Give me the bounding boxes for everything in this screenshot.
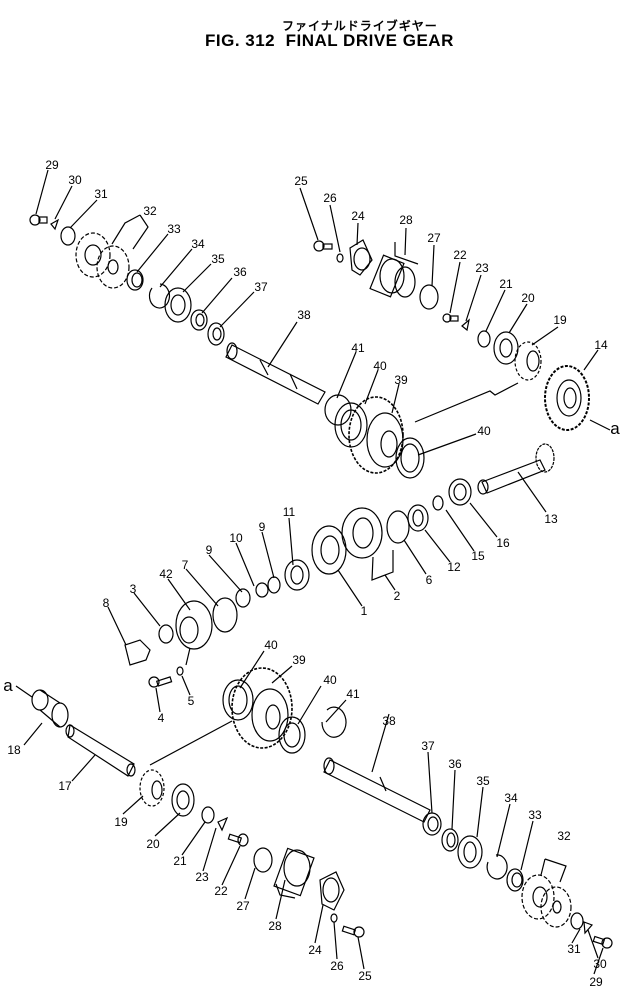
part-number-label: 36 — [448, 757, 462, 771]
part-number-label: 38 — [297, 308, 311, 322]
part-number-label: 22 — [214, 884, 228, 898]
part-number-label: 39 — [394, 373, 408, 387]
part-number-label: 14 — [594, 338, 608, 352]
part-number-label: 29 — [45, 158, 59, 172]
part-number-label: 27 — [236, 899, 250, 913]
part-number-label: 32 — [557, 829, 571, 843]
part-number-label: 36 — [233, 265, 247, 279]
part-number-label: 37 — [421, 739, 435, 753]
part-number-label: 31 — [567, 942, 581, 956]
part-number-label: 27 — [427, 231, 441, 245]
part-number-label: 1 — [360, 604, 368, 618]
part-number-label: 23 — [195, 870, 209, 884]
bolt-4-washer-5 — [148, 647, 191, 713]
part-number-label: 24 — [308, 943, 322, 957]
part-number-label: 18 — [7, 743, 21, 757]
gear-39-upper — [324, 351, 519, 479]
part-number-label: 41 — [346, 687, 360, 701]
part-number-label: 16 — [496, 536, 510, 550]
title-japanese: ファイナルドライブギヤー — [282, 19, 438, 33]
part-number-label: 30 — [68, 173, 82, 187]
part-number-label: 33 — [528, 808, 542, 822]
part-number-label: 9 — [258, 520, 266, 534]
part-number-label: 40 — [264, 638, 278, 652]
part-number-label: 38 — [382, 714, 396, 728]
gear-19-upper — [514, 341, 542, 381]
part-number-label: 41 — [351, 341, 365, 355]
part-number-label: 2 — [393, 589, 401, 603]
figure-title: FIG. 312 FINAL DRIVE GEAR — [205, 31, 454, 50]
middle-parts — [107, 478, 498, 666]
part-number-label: 34 — [504, 791, 518, 805]
part-number-label: 35 — [211, 252, 225, 266]
part-number-label: 28 — [399, 213, 413, 227]
part-number-label: 40 — [477, 424, 491, 438]
lower-right-parts — [323, 713, 613, 975]
part-number-label: 20 — [146, 837, 160, 851]
part-number-label: 9 — [205, 543, 213, 557]
part-number-label: 3 — [129, 582, 137, 596]
reference-marker-a: a — [3, 676, 13, 695]
sprocket-lower-icon — [521, 874, 572, 928]
part-number-label: 19 — [553, 313, 567, 327]
pinion-shaft-13 — [477, 443, 555, 513]
part-number-label: 23 — [475, 261, 489, 275]
bevel-gear-14 — [544, 349, 611, 431]
part-number-label: 21 — [499, 277, 513, 291]
part-number-label: 15 — [471, 549, 485, 563]
part-number-label: 7 — [181, 558, 189, 572]
part-number-label: 12 — [447, 560, 461, 574]
part-number-label: 42 — [159, 567, 173, 581]
shaft-38-upper — [225, 321, 326, 405]
part-number-label: 39 — [292, 653, 306, 667]
upper-left-parts — [29, 169, 255, 346]
part-number-label: 21 — [173, 854, 187, 868]
part-number-label: 25 — [294, 174, 308, 188]
part-number-label: 31 — [94, 187, 108, 201]
lower-left-parts — [122, 769, 365, 970]
part-number-label: 10 — [229, 531, 243, 545]
sprocket-icon — [75, 232, 130, 289]
part-number-label: 19 — [114, 815, 128, 829]
part-number-label: 26 — [323, 191, 337, 205]
part-number-label: 40 — [323, 673, 337, 687]
reference-marker-a: a — [610, 419, 620, 438]
lower-shaft-17-sleeve-18 — [15, 685, 136, 782]
part-number-label: 32 — [143, 204, 157, 218]
upper-right-parts — [299, 187, 559, 381]
part-number-label: 4 — [157, 711, 165, 725]
part-number-label: 22 — [453, 248, 467, 262]
part-number-label: 13 — [544, 512, 558, 526]
part-number-label: 8 — [102, 596, 110, 610]
part-number-label: 20 — [521, 291, 535, 305]
part-number-label: 29 — [589, 975, 603, 989]
part-number-label: 30 — [593, 957, 607, 971]
part-number-label: 25 — [358, 969, 372, 983]
part-number-label: 24 — [351, 209, 365, 223]
part-number-label: 5 — [187, 694, 195, 708]
part-number-label: 33 — [167, 222, 181, 236]
part-number-label: 11 — [282, 505, 296, 519]
gear-39-lower — [149, 650, 347, 766]
part-number-label: 28 — [268, 919, 282, 933]
part-number-label: 37 — [254, 280, 268, 294]
part-number-label: 6 — [425, 573, 433, 587]
part-number-label: 40 — [373, 359, 387, 373]
part-number-label: 17 — [58, 779, 72, 793]
part-number-label: 34 — [191, 237, 205, 251]
part-number-label: 35 — [476, 774, 490, 788]
part-number-label: 26 — [330, 959, 344, 973]
